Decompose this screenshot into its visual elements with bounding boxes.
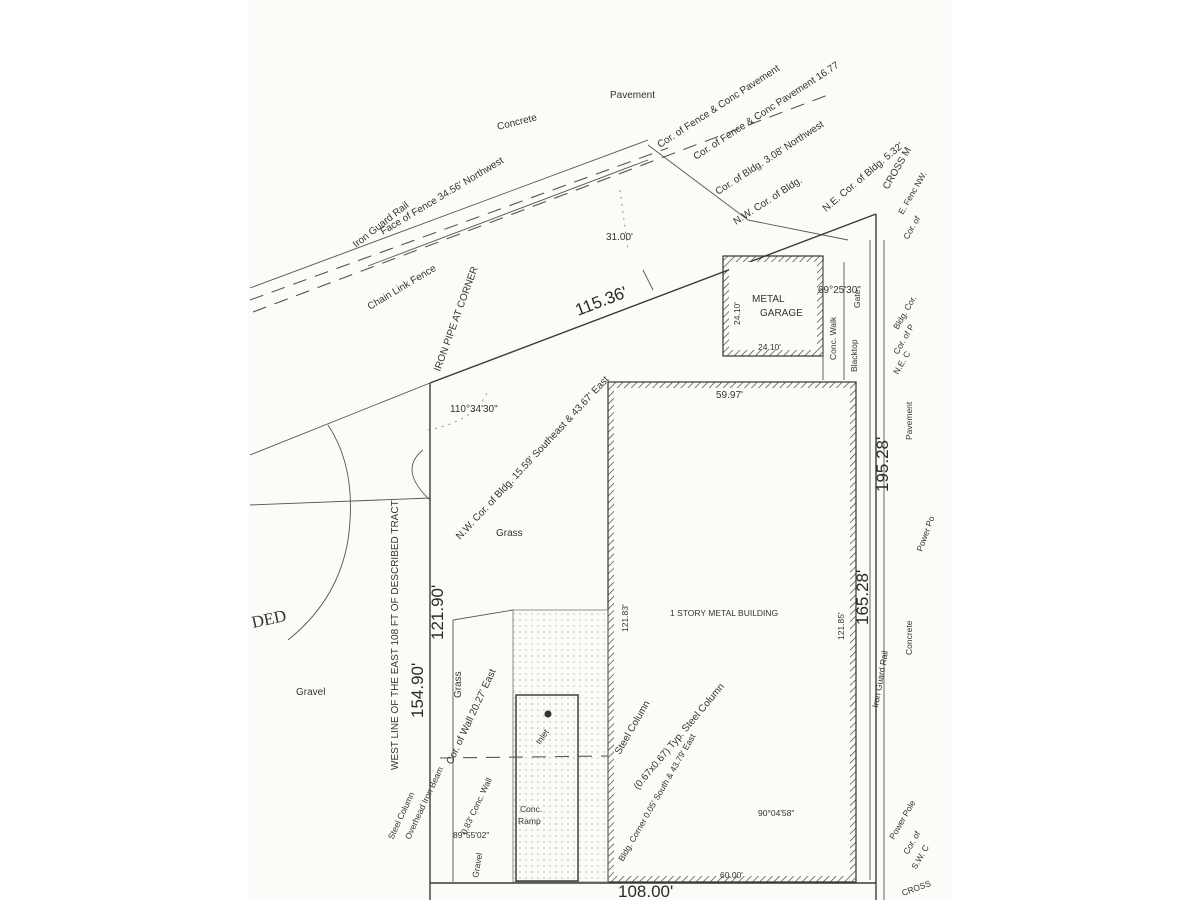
label-angle-110: 110°34'30" bbox=[450, 404, 498, 415]
label-nw-cor-note: N.W. Cor. of Bldg. 15.59' Southeast & 43… bbox=[454, 374, 612, 542]
label-grass-2: Grass bbox=[453, 671, 464, 698]
label-conc-ramp-2: Ramp bbox=[518, 816, 541, 826]
label-conc-wall: 0.83' Conc. Wall bbox=[459, 776, 494, 836]
label-pavement-top: Pavement bbox=[610, 90, 655, 101]
label-power-pole: Power Po bbox=[914, 514, 936, 552]
label-metal-garage-2: GARAGE bbox=[760, 308, 803, 319]
label-blacktop: Blacktop bbox=[849, 339, 859, 372]
label-garage-dim-h: 24.10' bbox=[758, 342, 781, 352]
label-face-of-fence: Face of Fence 34.56' Northwest bbox=[379, 155, 506, 237]
label-dim-195: 195.28' bbox=[873, 437, 892, 492]
label-dim-31: 31.00' bbox=[606, 232, 633, 243]
label-angle-90: 90°04'58" bbox=[758, 808, 794, 818]
dim-115-tick bbox=[642, 269, 654, 291]
pavement-edge-line bbox=[252, 94, 829, 313]
label-dim-108: 108.00' bbox=[618, 882, 673, 900]
metal-building-interior bbox=[614, 388, 850, 876]
label-conc-ramp-1: Conc. bbox=[520, 804, 542, 814]
label-dim-154-90: 154.90' bbox=[408, 663, 427, 718]
label-angle-69: 69°25'30" bbox=[818, 285, 861, 296]
overhead-beam-line bbox=[439, 755, 609, 759]
label-bldg-dim-top: 59.97' bbox=[716, 390, 743, 401]
label-angle-89: 89°55'02" bbox=[453, 830, 489, 840]
label-metal-garage-1: METAL bbox=[752, 294, 785, 305]
label-dim-165: 165.28' bbox=[853, 570, 872, 625]
label-pavement-right: Pavement bbox=[904, 401, 914, 440]
dim-31-leader bbox=[619, 189, 629, 251]
label-iron-pipe: IRON PIPE AT CORNER bbox=[432, 265, 480, 373]
label-west-line: WEST LINE OF THE EAST 108 FT OF DESCRIBE… bbox=[390, 500, 401, 770]
label-concrete-top: Concrete bbox=[496, 112, 538, 133]
label-metal-building: 1 STORY METAL BUILDING bbox=[670, 608, 778, 618]
north-boundary-line bbox=[429, 213, 877, 384]
label-bldg-dim-bottom: 60.00' bbox=[720, 870, 743, 880]
fence-line bbox=[249, 147, 669, 301]
label-iron-guard-rail-2: Iron Guard Rail bbox=[870, 650, 890, 709]
guard-rail-line bbox=[249, 139, 649, 289]
west-tract-line bbox=[249, 497, 431, 506]
label-gravel-1: Gravel bbox=[296, 687, 325, 698]
label-ded: DED bbox=[250, 606, 288, 632]
label-conc-walk: Conc. Walk bbox=[828, 316, 838, 360]
label-e-fence: E. Fenc NW. bbox=[896, 170, 929, 216]
label-gate: Gate bbox=[852, 289, 862, 308]
fence-corner-line bbox=[647, 144, 849, 241]
metal-garage-interior bbox=[729, 262, 817, 350]
label-garage-dim-v: 24.10' bbox=[732, 302, 742, 325]
label-dim-121-90: 121.90' bbox=[428, 585, 447, 640]
label-concrete-right: Concrete bbox=[904, 620, 914, 655]
label-cor-of: Cor. of bbox=[901, 214, 922, 241]
arc-corner bbox=[411, 449, 431, 501]
inlet-box bbox=[515, 694, 579, 882]
gravel-wall-line bbox=[452, 609, 514, 882]
label-cross-2: CROSS bbox=[900, 878, 932, 898]
inlet-marker bbox=[544, 710, 552, 718]
label-bldg-dim-left: 121.83' bbox=[620, 604, 630, 632]
label-gravel-2: Gravel bbox=[470, 852, 484, 879]
survey-drawing: Pavement Concrete Iron Guard Rail Face o… bbox=[249, 60, 937, 900]
angle-arc bbox=[427, 389, 489, 431]
arc-left bbox=[287, 424, 351, 641]
label-nw-cor-bldg: N.W. Cor. of Bldg. bbox=[732, 175, 805, 228]
label-grass-1: Grass bbox=[496, 528, 523, 539]
label-dim-115: 115.36' bbox=[573, 283, 630, 320]
concrete-edge-line bbox=[367, 159, 649, 267]
survey-sheet: Pavement Concrete Iron Guard Rail Face o… bbox=[248, 0, 951, 900]
label-bldg-dim-right: 121.85' bbox=[836, 612, 846, 640]
west-road-line bbox=[249, 382, 431, 456]
label-chain-link-fence: Chain Link Fence bbox=[366, 263, 439, 313]
